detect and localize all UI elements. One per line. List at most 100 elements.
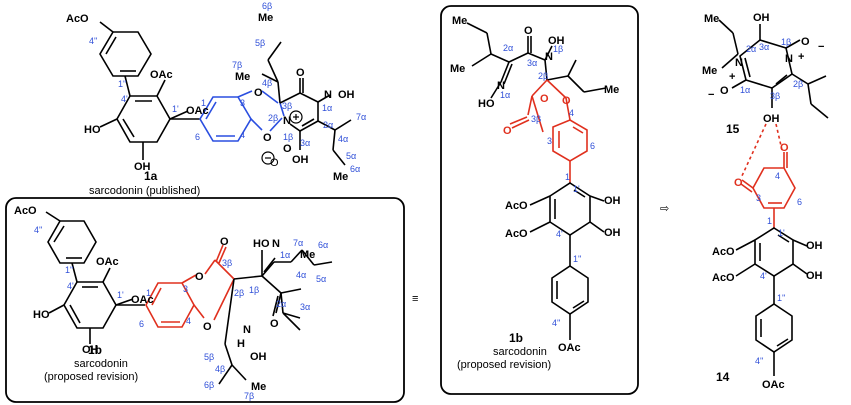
oxygen-label: O xyxy=(254,87,263,99)
locant-label: 1α xyxy=(280,250,290,260)
reaction-arrow: ⇨ xyxy=(660,203,669,215)
oxygen-label: O xyxy=(220,236,229,248)
locant-label: 1β xyxy=(283,132,293,142)
oxygen-label: O xyxy=(780,142,789,154)
locant-label: 5α xyxy=(316,274,326,284)
locant-label: 1 xyxy=(767,216,772,226)
nitrogen-label: N xyxy=(272,238,280,250)
oxygen-label: O xyxy=(270,318,279,330)
locant-label: 4' xyxy=(556,229,563,239)
compound-name: sarcodonin xyxy=(493,346,547,358)
locant-label: 1' xyxy=(117,290,124,300)
oac-label: OAc xyxy=(131,294,154,306)
locant-label: 6 xyxy=(139,319,144,329)
locant-label: 4'' xyxy=(552,318,561,328)
locant-label: 4 xyxy=(240,130,245,140)
locant-label: 1 xyxy=(201,98,206,108)
hydroxyl-label: OH xyxy=(134,161,151,173)
locant-label: 1β xyxy=(781,37,791,47)
plus-charge xyxy=(289,110,303,124)
nitrogen-label: N xyxy=(497,80,505,92)
oac-label: OAc xyxy=(186,105,209,117)
structure-1b-left xyxy=(45,211,333,385)
compound-note: (proposed revision) xyxy=(457,359,551,371)
locant-label: 6β xyxy=(262,1,272,11)
locant-label: 7β xyxy=(244,391,254,401)
minus-charge-label: − xyxy=(818,41,824,53)
hydroxyl-label: OH xyxy=(292,154,309,166)
nitrogen-label: N xyxy=(243,324,251,336)
structure-14 xyxy=(735,152,808,376)
hydroxyl-label: OH xyxy=(604,227,621,239)
locant-label: 1'' xyxy=(118,79,127,89)
labels-14: O O AcO AcO OH OH OAc 4 3 6 1 1' 4' 1'' … xyxy=(712,142,823,391)
oxygen-label: O xyxy=(503,125,512,137)
locant-label: 4 xyxy=(569,108,574,118)
structure-1a xyxy=(99,21,352,166)
oxygen-label: O xyxy=(801,36,810,48)
hydroxyl-label: OH xyxy=(604,195,621,207)
compound-number: 15 xyxy=(726,122,740,136)
locant-label: 4 xyxy=(775,171,780,181)
nitrogen-label: N xyxy=(283,115,291,127)
hydrogen-bond-dash xyxy=(775,123,783,151)
oxygen-label: O xyxy=(524,25,533,37)
oxygen-label: O xyxy=(562,95,571,107)
lactone-ring-mid xyxy=(509,79,588,183)
labels-1b-left: AcO OAc OAc HO OH O O O HO N Me O N H OH… xyxy=(14,205,328,401)
plus-charge-label: + xyxy=(798,51,804,63)
locant-label: 4 xyxy=(186,316,191,326)
locant-label: 3α xyxy=(300,138,310,148)
methyl-label: Me xyxy=(604,84,619,96)
compound-number: 1b xyxy=(509,331,523,345)
compound-number: 14 xyxy=(716,370,730,384)
locant-label: 3 xyxy=(240,98,245,108)
hydroxyl-label: OH xyxy=(338,89,355,101)
locant-label: 4β xyxy=(215,364,225,374)
hydroxyl-label: OH xyxy=(82,344,99,356)
locant-label: 2α xyxy=(323,120,333,130)
locant-label: 4'' xyxy=(89,36,98,46)
locant-label: 2β xyxy=(793,79,803,89)
methyl-label: Me xyxy=(300,249,315,261)
locant-label: 4α xyxy=(338,134,348,144)
compound-number: 1b xyxy=(88,343,102,357)
locant-label: 3β xyxy=(222,258,232,268)
locant-label: 2β xyxy=(268,113,278,123)
locant-label: 1'' xyxy=(65,265,74,275)
hydrogen-bond-dash xyxy=(740,123,767,179)
methyl-label: Me xyxy=(704,13,719,25)
aco-label: AcO xyxy=(505,228,528,240)
locant-label: 1α xyxy=(740,85,750,95)
locant-label: 4' xyxy=(121,94,128,104)
equivalence-sign: ≡ xyxy=(412,293,418,305)
locant-label: 2β xyxy=(234,288,244,298)
locant-label: 7α xyxy=(293,238,303,248)
oac-label: OAc xyxy=(762,379,785,391)
locant-label: 1β xyxy=(249,285,259,295)
locant-label: 2α xyxy=(276,299,286,309)
locant-label: 7β xyxy=(232,60,242,70)
compound-note: (proposed revision) xyxy=(44,371,138,383)
locant-label: 5β xyxy=(204,352,214,362)
methyl-label: Me xyxy=(452,15,467,27)
locant-label: 2α xyxy=(503,43,513,53)
locant-label: 4'' xyxy=(755,356,764,366)
locant-label: 6 xyxy=(195,132,200,142)
methyl-label: Me xyxy=(251,381,266,393)
locant-label: 3α xyxy=(527,58,537,68)
locant-label: 2α xyxy=(746,44,756,54)
locant-label: 3β xyxy=(531,114,541,124)
locant-label: 1' xyxy=(778,228,785,238)
labels-1a: AcO OAc OAc HO OH Me Me O O O N OH N O O… xyxy=(66,1,366,183)
hydroxyl-label: HO xyxy=(478,98,495,110)
locant-label: 3 xyxy=(756,193,761,203)
aco-label: AcO xyxy=(712,246,735,258)
labels-15: Me Me OH N N O O OH + + − − 3α 1β 2α 2β … xyxy=(702,12,824,125)
panel-frame-1b-mid xyxy=(440,5,639,395)
locant-label: 1'' xyxy=(573,254,582,264)
locant-label: 1α xyxy=(500,90,510,100)
structure-1b-mid xyxy=(466,22,607,99)
oxygen-label: O xyxy=(270,157,279,169)
